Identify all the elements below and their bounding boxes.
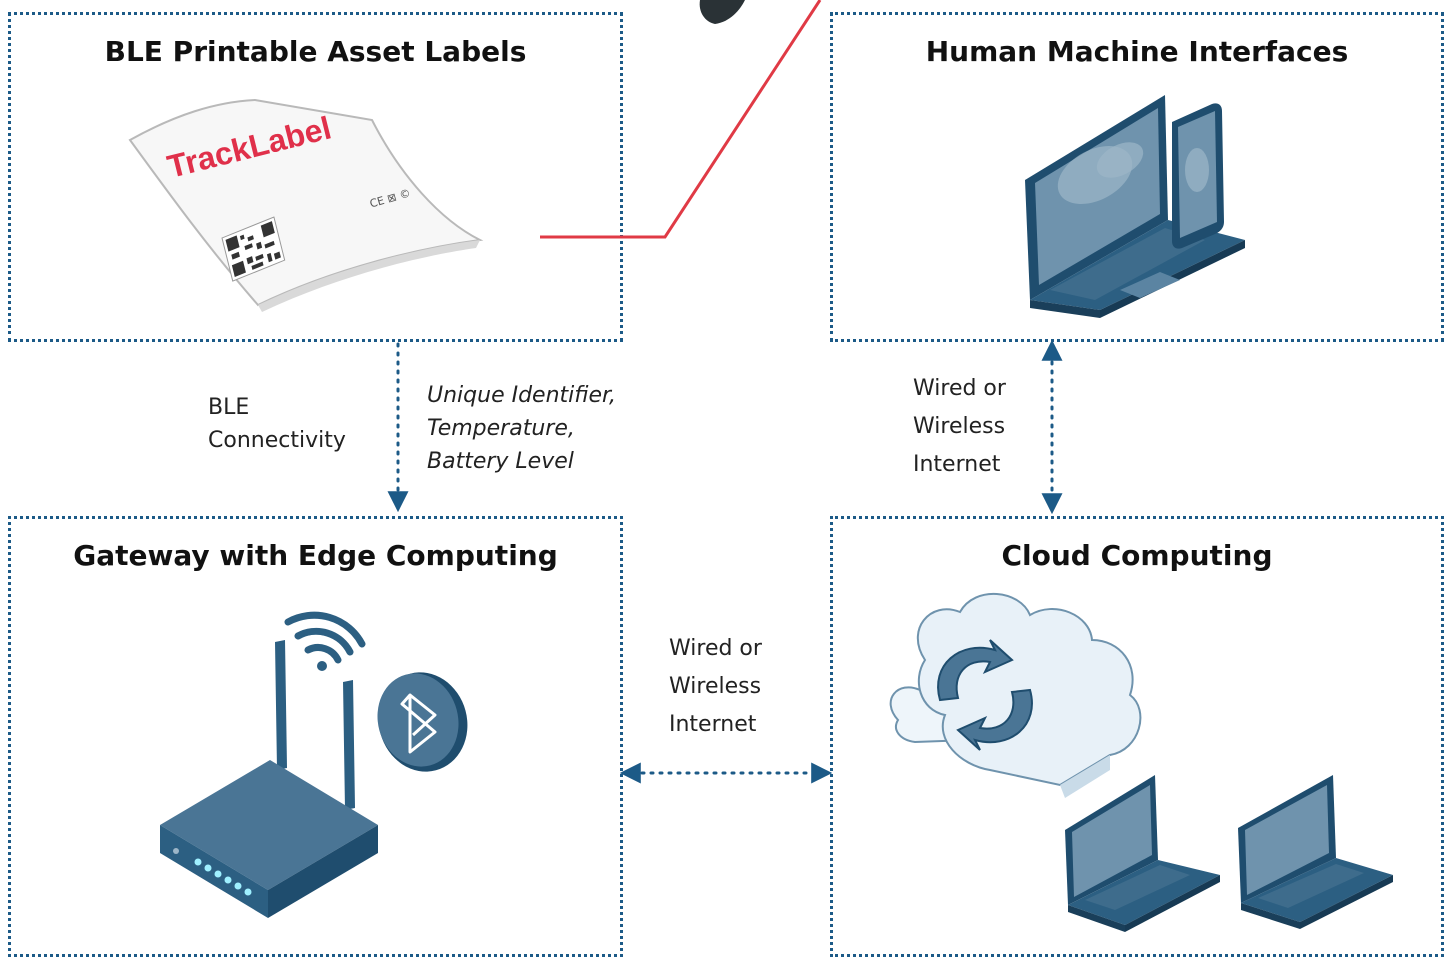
hmi-cloud-link-label: Wired or Wireless Internet [913,370,1006,484]
gateway-cloud-line-3: Internet [669,712,757,737]
bluetooth-icon [377,672,468,772]
payload-line-3: Battery Level [427,449,574,474]
hmi-cloud-line-1: Wired or [913,376,1006,401]
payload-line-1: Unique Identifier, [427,383,617,408]
gateway-title: Gateway with Edge Computing [73,539,558,572]
gateway-box: Gateway with Edge Computing [8,516,623,957]
wifi-icon [284,611,366,671]
red-connector-line [540,0,822,239]
router-icon [160,640,378,918]
ble-line-1: BLE [208,395,250,420]
cloud-sync-icon [889,592,1142,798]
router-leds [194,858,252,896]
cloud-box: Cloud Computing [830,516,1444,957]
hmi-box: Human Machine Interfaces [830,12,1444,342]
top-device-icon [699,0,745,24]
cloud-laptop-icon-2 [1238,775,1393,929]
hmi-cloud-line-3: Internet [913,452,1001,477]
gateway-cloud-line-2: Wireless [669,674,762,699]
smartphone-icon [1172,103,1224,249]
gateway-cloud-line-1: Wired or [669,636,762,661]
labels-title: BLE Printable Asset Labels [104,35,527,68]
cloud-laptop-icon-1 [1065,775,1220,932]
qr-code-icon [221,216,286,282]
label-tag-icon: TrackLabel CE ⊠ © [128,98,484,312]
labels-box: BLE Printable Asset Labels [8,12,623,342]
hmi-title: Human Machine Interfaces [925,35,1349,68]
hmi-cloud-line-2: Wireless [913,414,1006,439]
gateway-cloud-link-label: Wired or Wireless Internet [669,630,762,744]
payload-line-2: Temperature, [427,416,575,441]
cloud-title: Cloud Computing [1001,539,1273,572]
ble-line-2: Connectivity [208,428,346,453]
payload-label: Unique Identifier, Temperature, Battery … [427,379,616,478]
ble-connectivity-label: BLE Connectivity [208,391,346,457]
